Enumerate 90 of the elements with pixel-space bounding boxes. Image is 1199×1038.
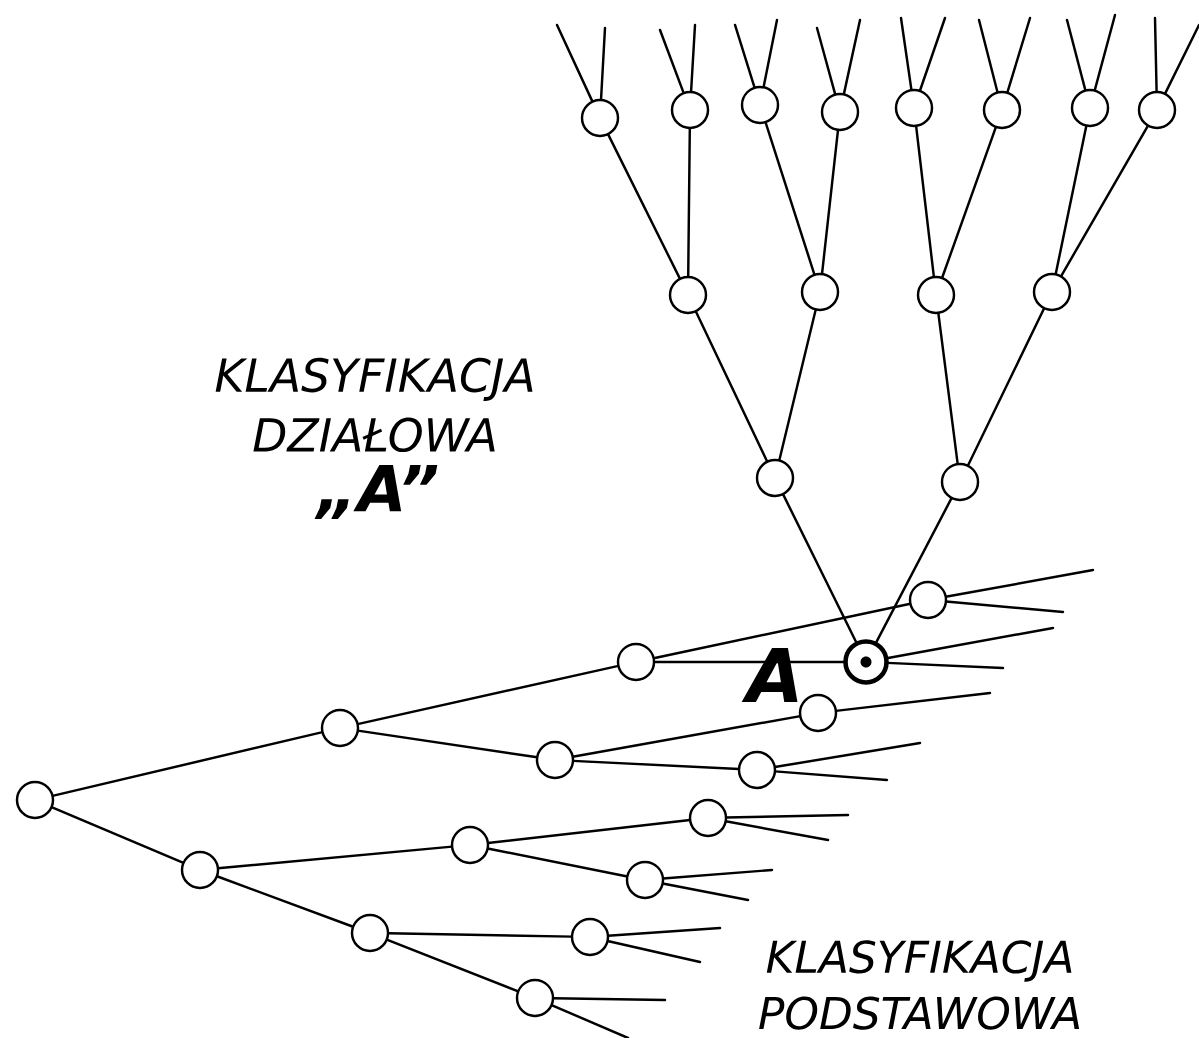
circle-node bbox=[940, 462, 980, 502]
heading-letter: „A” bbox=[314, 465, 438, 519]
circle-node bbox=[820, 92, 860, 132]
branch-line bbox=[781, 492, 858, 645]
heading-text: KLASYFIKACJA DZIAŁOWA bbox=[215, 357, 533, 453]
branch-line bbox=[762, 18, 779, 89]
branch-line bbox=[773, 741, 922, 769]
branch-line bbox=[356, 729, 539, 759]
circle-node bbox=[570, 917, 610, 957]
branch-line bbox=[885, 626, 1055, 660]
branch-line bbox=[551, 997, 667, 1002]
branch-line bbox=[1006, 16, 1032, 94]
branch-line bbox=[1163, 23, 1199, 96]
circle-node bbox=[625, 860, 665, 900]
circle-node bbox=[737, 750, 777, 790]
branch-line bbox=[899, 16, 913, 92]
branch-line bbox=[724, 820, 830, 842]
branch-line bbox=[486, 818, 692, 845]
branch-line bbox=[694, 310, 769, 463]
branch-line bbox=[571, 714, 802, 759]
circle-node bbox=[1137, 90, 1177, 130]
branch-line bbox=[842, 18, 862, 96]
circle-node bbox=[180, 850, 220, 890]
branch-line bbox=[937, 311, 959, 466]
circle-node bbox=[755, 458, 795, 498]
branch-line bbox=[918, 16, 947, 93]
circle-node bbox=[535, 740, 575, 780]
branch-line bbox=[606, 132, 682, 281]
circle-node bbox=[515, 978, 555, 1018]
dotted-circle bbox=[843, 639, 889, 685]
circle-node bbox=[670, 90, 710, 130]
circle-node bbox=[1070, 88, 1110, 128]
branch-line bbox=[658, 28, 685, 95]
branch-line bbox=[50, 805, 185, 865]
branch-line bbox=[1153, 16, 1158, 94]
branch-line bbox=[1054, 124, 1088, 276]
branch-line bbox=[486, 847, 629, 878]
branch-line bbox=[820, 128, 840, 276]
branch-line bbox=[606, 926, 722, 937]
branch-line bbox=[724, 813, 850, 819]
circle-node bbox=[350, 913, 390, 953]
branch-line bbox=[356, 664, 620, 726]
branch-line bbox=[386, 932, 574, 938]
branch-line bbox=[555, 23, 594, 103]
branch-line bbox=[1093, 13, 1117, 92]
branch-line bbox=[599, 26, 607, 102]
branch-line bbox=[778, 308, 817, 462]
branch-line bbox=[51, 730, 324, 798]
circle-node bbox=[894, 88, 934, 128]
branch-line bbox=[689, 23, 697, 94]
branch-line bbox=[733, 23, 756, 89]
branch-line bbox=[550, 1003, 630, 1038]
branch-line bbox=[874, 496, 953, 645]
circle-node bbox=[450, 825, 490, 865]
circle-node bbox=[798, 693, 838, 733]
branch-line bbox=[764, 120, 816, 277]
circle-node bbox=[1032, 272, 1072, 312]
branch-line bbox=[773, 770, 889, 782]
branch-line bbox=[944, 568, 1095, 598]
circle-node bbox=[616, 642, 656, 682]
branch-line bbox=[571, 759, 741, 771]
branch-line bbox=[661, 882, 750, 902]
node-letter: A bbox=[741, 648, 798, 702]
circle-node bbox=[668, 275, 708, 315]
branch-line bbox=[834, 691, 992, 713]
heading-text: KLASYFIKACJA PODSTAWOWA bbox=[759, 940, 1080, 1030]
branch-line bbox=[606, 939, 702, 964]
branch-line bbox=[977, 18, 999, 94]
branch-line bbox=[385, 938, 520, 993]
circle-node bbox=[688, 798, 728, 838]
circle-node bbox=[15, 780, 55, 820]
circle-node bbox=[908, 580, 948, 620]
branch-line bbox=[966, 306, 1046, 468]
branch-line bbox=[661, 868, 774, 880]
branch-line bbox=[216, 845, 454, 870]
circle-node bbox=[740, 85, 780, 125]
branch-line bbox=[944, 600, 1065, 614]
circle-node bbox=[580, 98, 620, 138]
branch-line bbox=[1059, 124, 1150, 278]
circle-node bbox=[916, 275, 956, 315]
branch-line bbox=[940, 125, 998, 280]
branch-line bbox=[652, 602, 912, 660]
circle-node bbox=[800, 272, 840, 312]
circle-node bbox=[982, 90, 1022, 130]
circle-node bbox=[320, 708, 360, 748]
branch-line bbox=[215, 875, 355, 928]
branch-line bbox=[1065, 18, 1087, 92]
branch-line bbox=[686, 126, 692, 279]
branch-line bbox=[914, 124, 936, 279]
branch-line bbox=[815, 26, 837, 96]
